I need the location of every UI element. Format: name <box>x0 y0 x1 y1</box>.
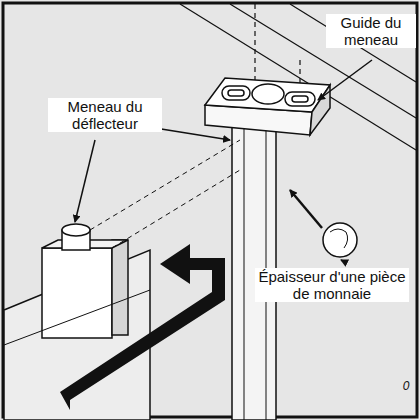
note-label: Épaisseur d'une pièce de monnaie <box>255 268 409 302</box>
part-label: Meneau du déflecteur <box>48 98 162 132</box>
leader-lines <box>75 60 372 262</box>
coin <box>290 190 357 257</box>
stray-mark: 0 <box>396 378 416 395</box>
deflector-mullion <box>4 140 240 420</box>
movement-arrow <box>60 244 225 410</box>
part-label: Guide du meneau <box>326 14 416 48</box>
cabinet-lines <box>180 4 416 150</box>
mullion-guide <box>205 78 330 135</box>
